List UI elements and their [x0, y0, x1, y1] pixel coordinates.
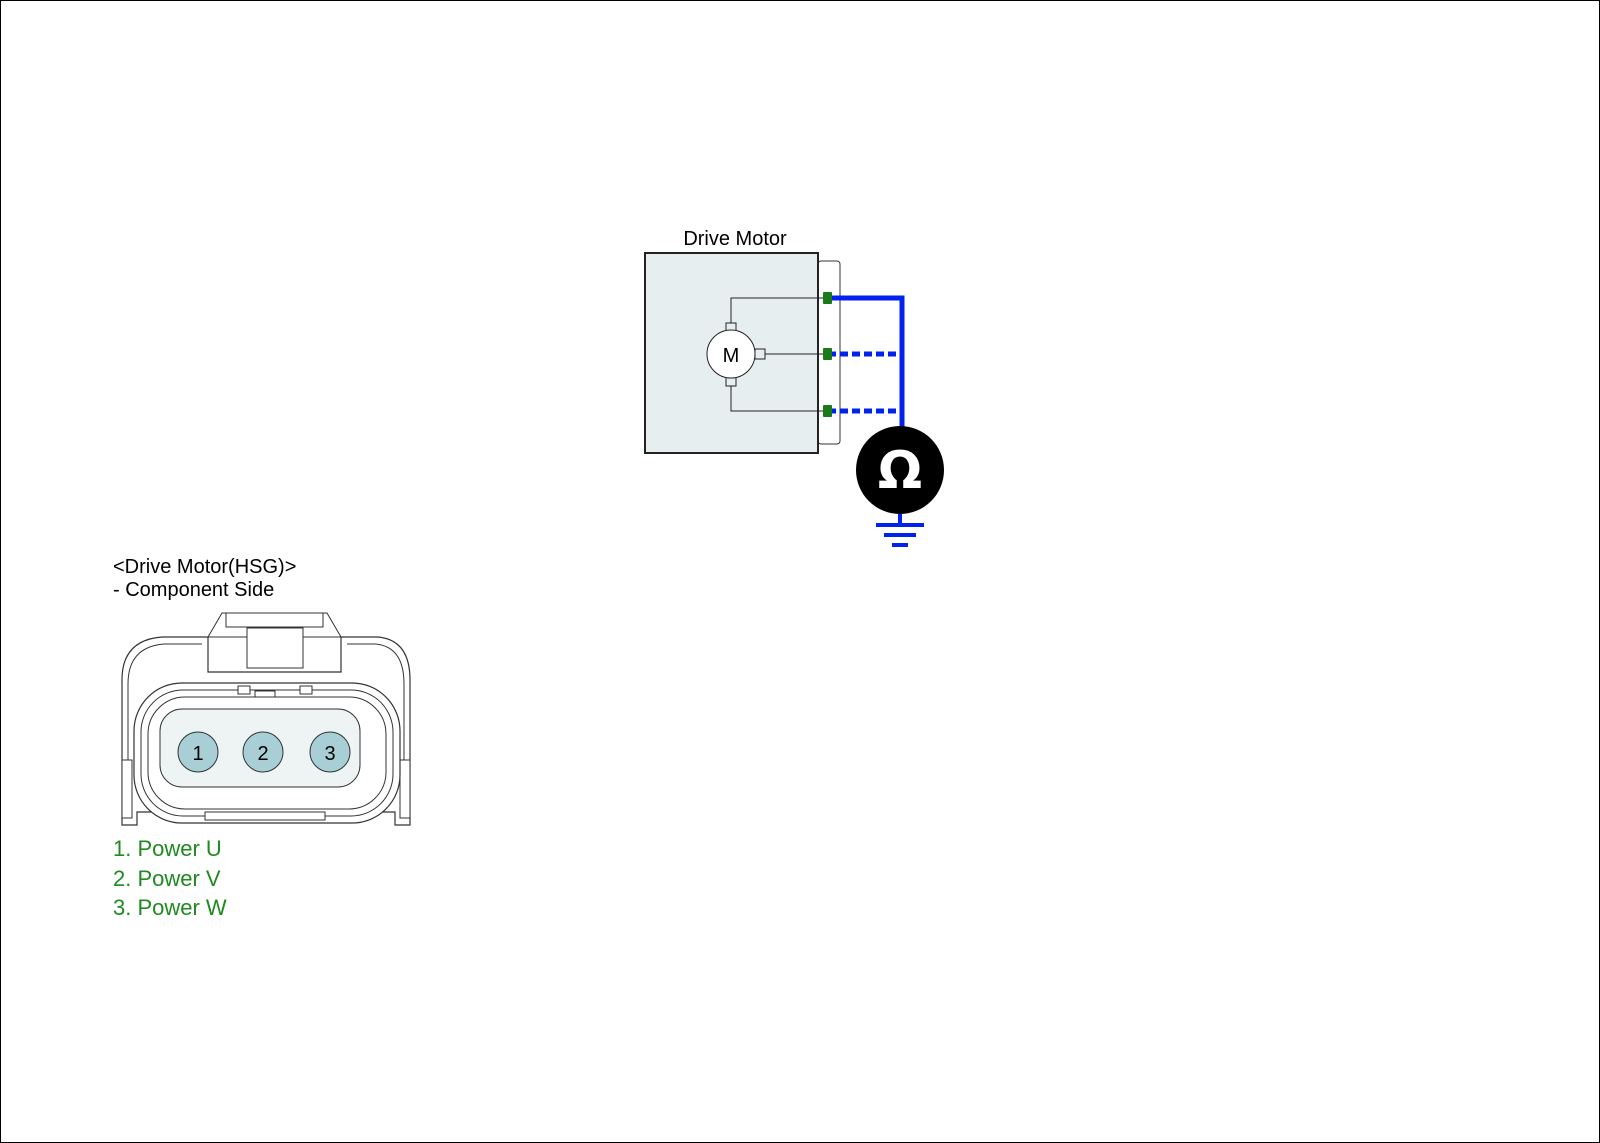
- connector-title: <Drive Motor(HSG)>: [113, 556, 297, 578]
- terminal-pin-1: [823, 292, 832, 304]
- motor-tab-right: [754, 348, 766, 360]
- ground-icon: [876, 514, 924, 547]
- connector-face: [121, 612, 411, 826]
- measurement-wires-dashed: [828, 351, 902, 414]
- motor-title: Drive Motor: [683, 228, 787, 250]
- connector-pin-3-number: 3: [324, 743, 335, 765]
- terminal-pin-2: [823, 348, 832, 360]
- measurement-wires: [828, 295, 905, 430]
- connector-pin-2-number: 2: [257, 743, 268, 765]
- connector-subtitle: - Component Side: [113, 579, 275, 601]
- motor-internal-wiring: [730, 297, 826, 412]
- pin-legend: 1. Power U 2. Power V 3. Power W: [113, 834, 227, 923]
- pin-legend-item: 2. Power V: [113, 865, 221, 891]
- motor-body: [644, 252, 819, 454]
- connector-pin-1-number: 1: [192, 743, 203, 765]
- terminal-pin-3: [823, 405, 832, 417]
- connector-pins: 1 2 3: [177, 731, 351, 773]
- motor-symbol-label: M: [723, 345, 740, 367]
- connector-pin-3: [309, 731, 351, 773]
- pin-legend-item: 1. Power U: [113, 836, 222, 861]
- pin-legend-item: 3. Power W: [113, 895, 227, 920]
- connector-pin-1: [177, 731, 219, 773]
- ohmmeter-symbol: Ω: [878, 441, 922, 501]
- connector-pin-2: [242, 731, 284, 773]
- motor-symbol-icon: [706, 329, 756, 379]
- terminal-pins: [823, 292, 832, 417]
- connector-heading: <Drive Motor(HSG)> - Component Side: [113, 556, 296, 602]
- ohmmeter-icon: [856, 426, 944, 514]
